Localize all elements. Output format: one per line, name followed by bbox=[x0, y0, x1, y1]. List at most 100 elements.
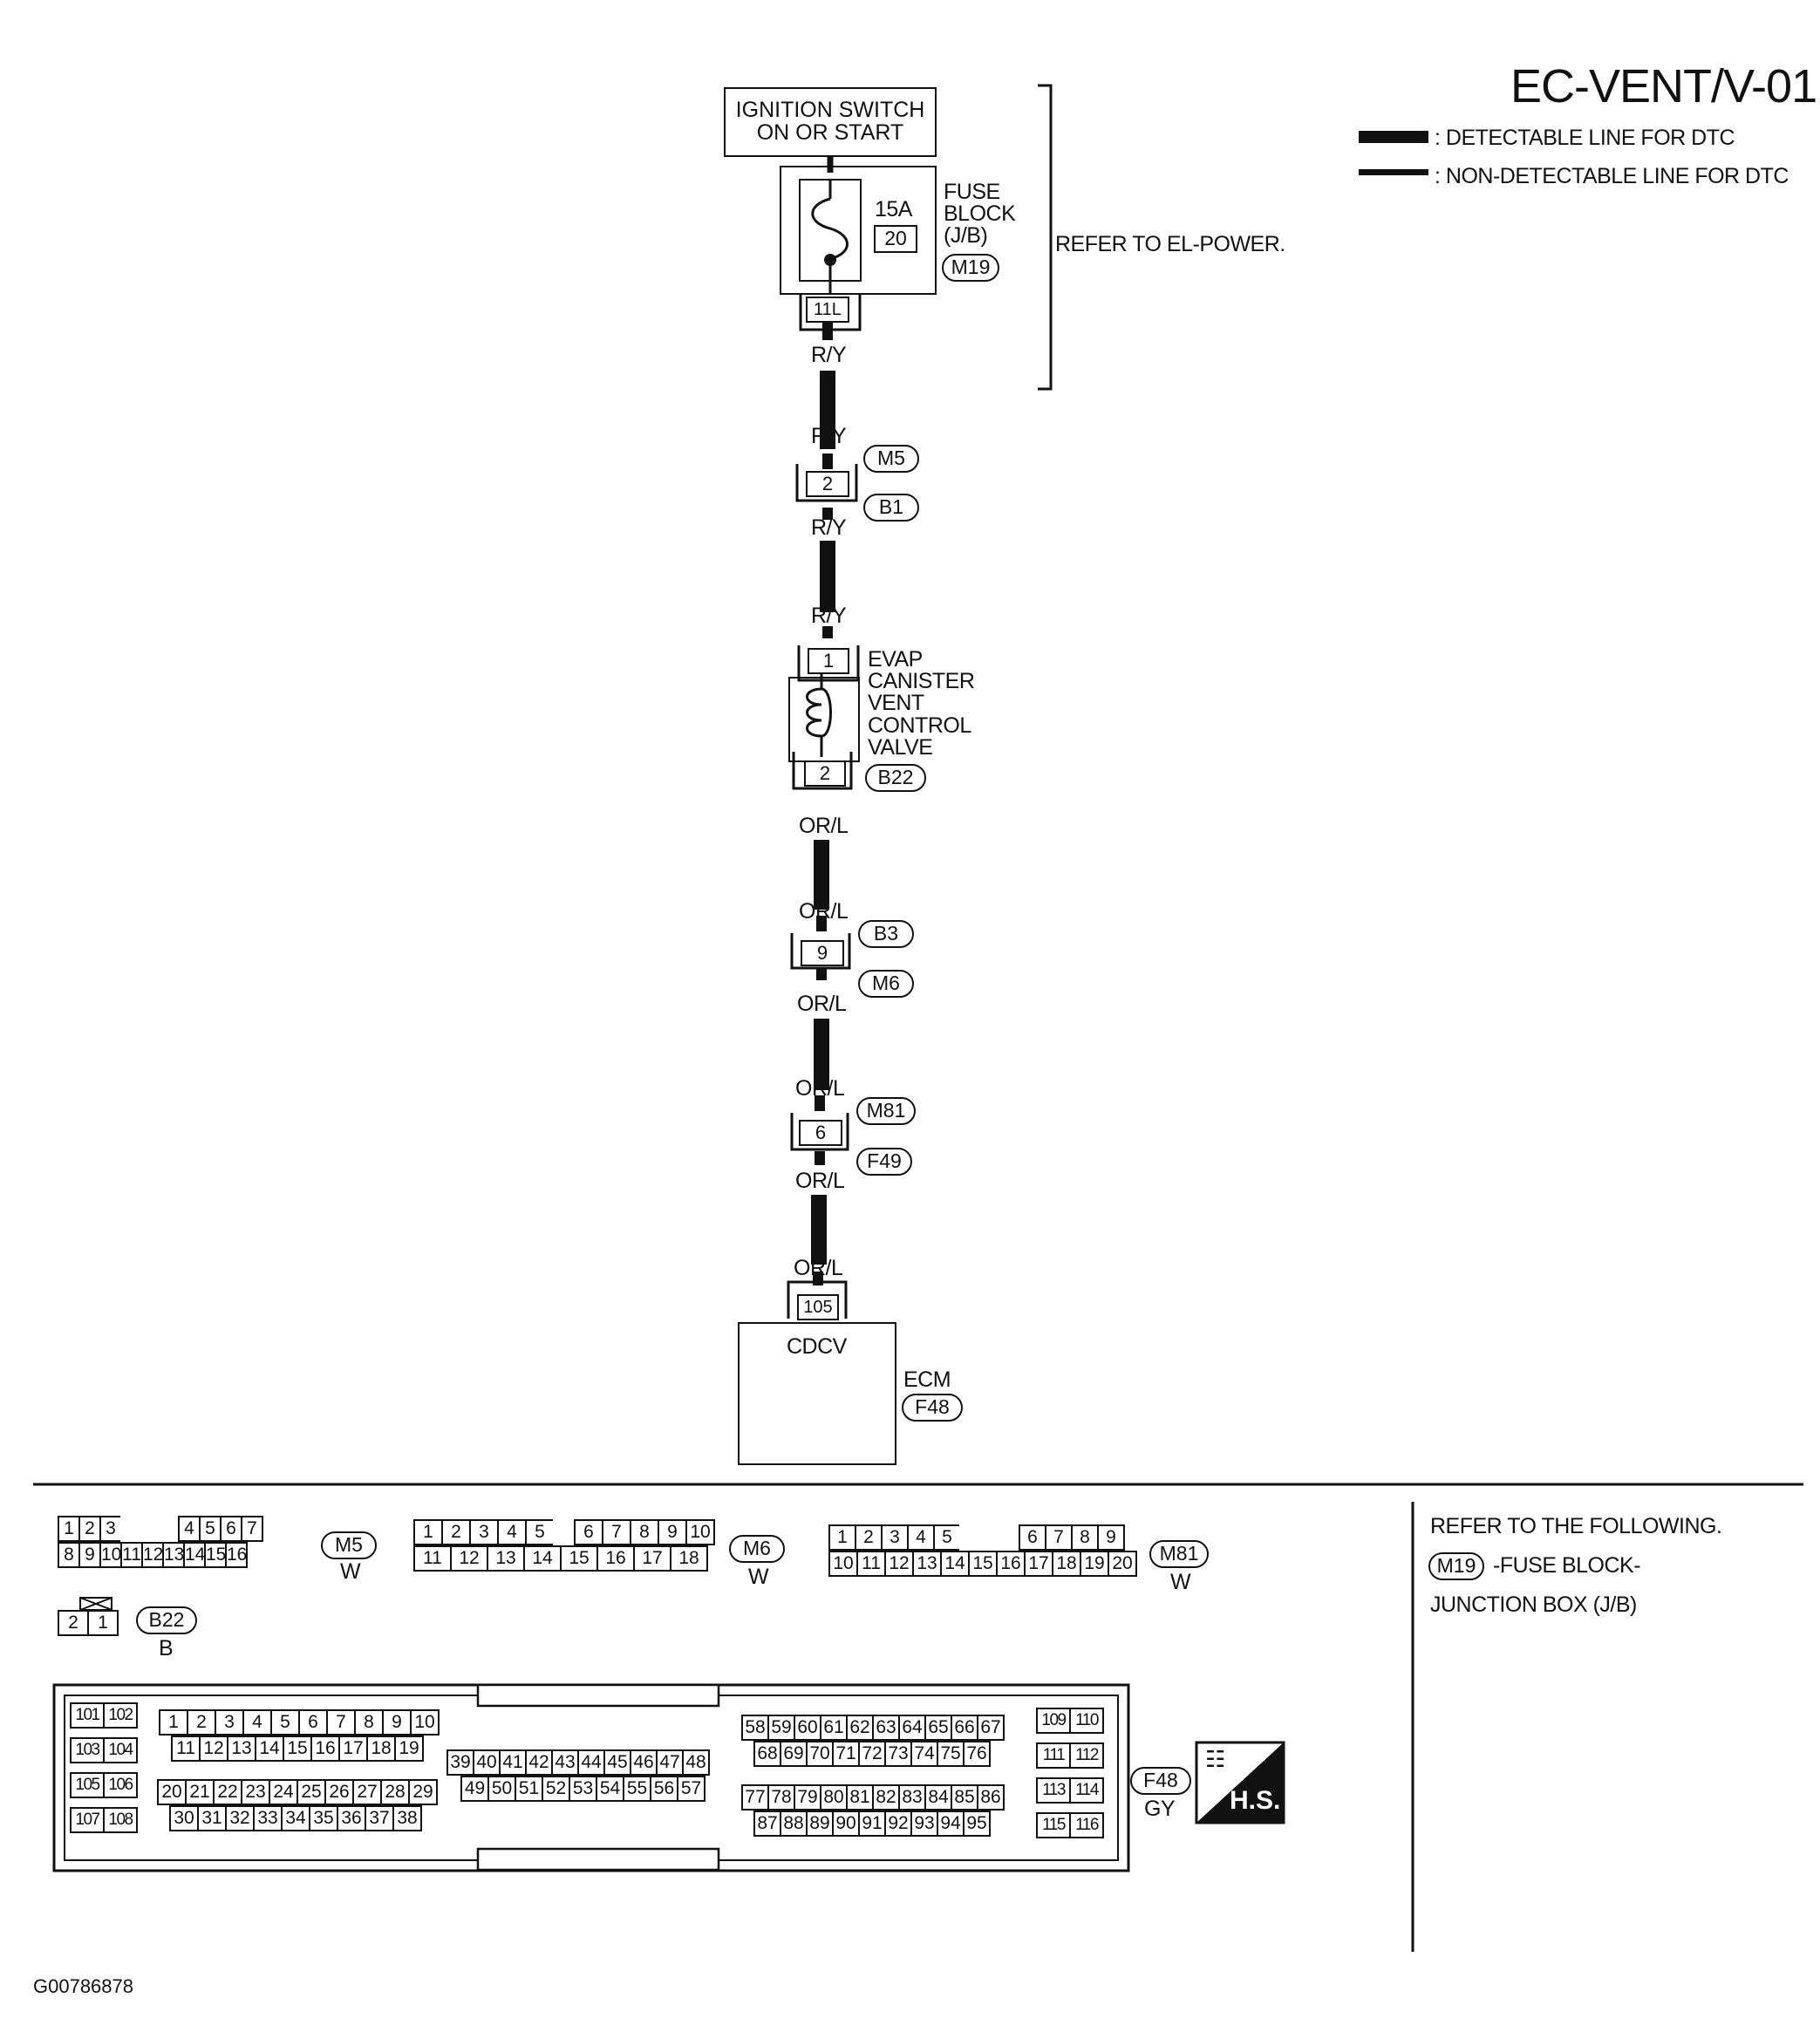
wire-ry-2 bbox=[820, 541, 835, 612]
valve-pin-bottom: 2 bbox=[804, 760, 846, 787]
pin-cell: 94 bbox=[937, 1811, 965, 1837]
pin-cell: 64 bbox=[898, 1715, 926, 1741]
pin-cell: 26 bbox=[324, 1779, 354, 1805]
pin-cell: 52 bbox=[542, 1776, 570, 1802]
pin-cell: 5 bbox=[525, 1519, 555, 1545]
pin-cell: 2 bbox=[78, 1516, 101, 1542]
pin-cell: 4 bbox=[178, 1516, 201, 1542]
valve-label-2: CANISTER bbox=[868, 669, 975, 693]
pin-cell: 35 bbox=[309, 1805, 338, 1831]
pin-cell: 1 bbox=[828, 1524, 856, 1551]
fuse-element-box bbox=[799, 179, 862, 282]
refer-el-power: REFER TO EL-POWER. bbox=[1055, 232, 1285, 256]
wire-color-orl-f: OR/L bbox=[794, 1256, 843, 1280]
pin-cell: 111 bbox=[1036, 1742, 1071, 1769]
pin-cell: 107 bbox=[70, 1807, 105, 1833]
pin-gap bbox=[959, 1524, 1020, 1551]
pin-cell: 2 bbox=[855, 1524, 883, 1551]
pin-cell: 7 bbox=[602, 1519, 631, 1545]
figure-id: G00786878 bbox=[33, 1975, 133, 1997]
pin-cell: 9 bbox=[78, 1542, 101, 1568]
pin-cell: 21 bbox=[185, 1779, 215, 1805]
wire-color-ry-c: R/Y bbox=[811, 515, 847, 540]
pin-cell: 16 bbox=[225, 1542, 248, 1568]
pin-cell: 39 bbox=[446, 1749, 474, 1776]
pin-cell: 5 bbox=[933, 1524, 961, 1551]
pin-cell: 14 bbox=[940, 1551, 970, 1577]
refer-desc-1: -FUSE BLOCK- bbox=[1493, 1553, 1641, 1578]
pin-cell: 116 bbox=[1069, 1812, 1104, 1838]
pin-cell: 9 bbox=[658, 1519, 687, 1545]
refer-connector-badge: M19 bbox=[1428, 1552, 1484, 1580]
pin-cell: 70 bbox=[806, 1741, 834, 1767]
pin-cell: 42 bbox=[525, 1749, 553, 1776]
m81-badge: M81 bbox=[1149, 1540, 1209, 1568]
legend-detectable: : DETECTABLE LINE FOR DTC bbox=[1435, 126, 1735, 150]
pin-cell: 85 bbox=[951, 1784, 978, 1811]
joint1-bottom-badge: B1 bbox=[863, 494, 919, 522]
pin-cell: 102 bbox=[103, 1702, 138, 1729]
pin-cell: 17 bbox=[1024, 1551, 1053, 1577]
pin-cell: 77 bbox=[741, 1784, 769, 1811]
ecm-label: ECM bbox=[903, 1367, 951, 1392]
f48-badge: F48 bbox=[1130, 1767, 1191, 1795]
pin-cell: 81 bbox=[846, 1784, 874, 1811]
pin-cell: 12 bbox=[141, 1542, 164, 1568]
pin-cell: 1 bbox=[159, 1709, 188, 1736]
pin-cell: 83 bbox=[898, 1784, 926, 1811]
pin-cell: 5 bbox=[270, 1709, 300, 1736]
pin-cell: 3 bbox=[215, 1709, 244, 1736]
ignition-line1: IGNITION SWITCH bbox=[735, 98, 925, 122]
pin-cell: 17 bbox=[633, 1545, 671, 1572]
pin-cell: 114 bbox=[1069, 1777, 1104, 1804]
pin-cell: 48 bbox=[682, 1749, 710, 1776]
pin-gap bbox=[553, 1519, 576, 1545]
pin-cell: 14 bbox=[255, 1736, 284, 1762]
pin-cell: 10 bbox=[99, 1542, 122, 1568]
pin-gap bbox=[120, 1516, 180, 1542]
joint1-pin: 2 bbox=[806, 471, 849, 497]
pin-cell: 12 bbox=[884, 1551, 914, 1577]
wire-color-orl-d: OR/L bbox=[795, 1076, 845, 1101]
pin-cell: 37 bbox=[365, 1805, 394, 1831]
pin-cell: 34 bbox=[281, 1805, 310, 1831]
pin-cell: 55 bbox=[623, 1776, 651, 1802]
harness-icon: ☷ bbox=[1205, 1746, 1226, 1772]
pin-cell: 62 bbox=[846, 1715, 874, 1741]
wire-ry-1 bbox=[820, 371, 835, 449]
pin-cell: 23 bbox=[241, 1779, 270, 1805]
pin-cell: 72 bbox=[858, 1741, 886, 1767]
pin-cell: 19 bbox=[394, 1736, 424, 1762]
ecm-connector-badge: F48 bbox=[902, 1394, 963, 1422]
pin-cell: 5 bbox=[199, 1516, 222, 1542]
pin-cell: 38 bbox=[392, 1805, 422, 1831]
pin-cell: 61 bbox=[820, 1715, 848, 1741]
pin-cell: 54 bbox=[596, 1776, 624, 1802]
fuse-label-2: BLOCK bbox=[944, 201, 1016, 226]
wire-color-orl-e: OR/L bbox=[795, 1169, 845, 1193]
pin-cell: 20 bbox=[157, 1779, 187, 1805]
pin-cell: 16 bbox=[310, 1736, 340, 1762]
pin-cell: 16 bbox=[996, 1551, 1026, 1577]
valve-label-4: CONTROL bbox=[868, 713, 971, 738]
fuse-block-outer bbox=[780, 166, 937, 295]
pin-cell: 13 bbox=[227, 1736, 256, 1762]
pin-cell: 44 bbox=[577, 1749, 605, 1776]
pin-cell: 41 bbox=[499, 1749, 527, 1776]
pin-cell: 105 bbox=[70, 1772, 105, 1798]
pin-cell: 4 bbox=[907, 1524, 935, 1551]
pin-cell: 104 bbox=[103, 1737, 138, 1763]
